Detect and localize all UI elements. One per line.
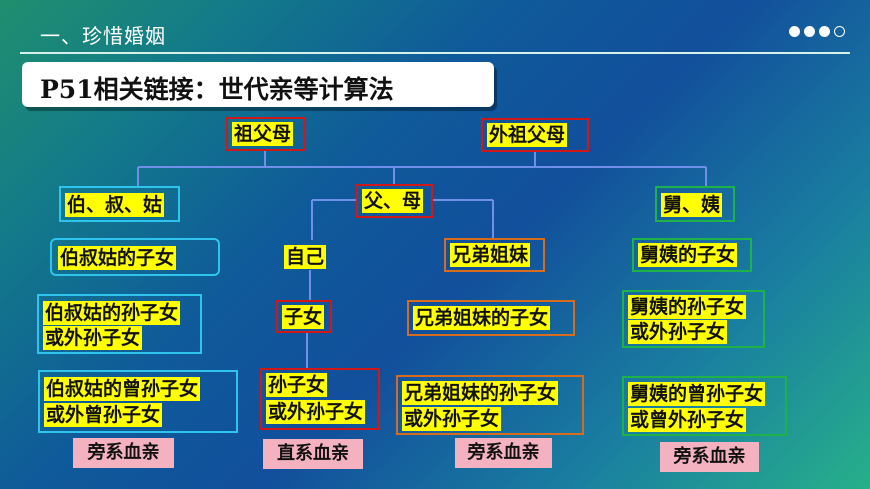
node-label: 或外曾孙子女 [44,403,163,427]
page-dot-icon [819,26,830,37]
node-label: 舅姨的曾孙子女 [628,382,766,406]
node-paternal-grandchildren: 伯叔姑的孙子女 或外孙子女 [37,294,202,354]
node-label: 兄弟姐妹的孙子女 [402,381,559,405]
page-dot-icon [804,26,815,37]
heading-text: P51相关链接：世代亲等计算法 [40,75,394,104]
node-label: 或外孙子女 [266,400,366,424]
node-label: 或外孙子女 [43,326,143,350]
node-label: 祖父母 [232,122,294,146]
node-label: 或曾外孙子女 [628,408,747,432]
tag-collateral-right: 旁系血亲 [660,442,759,472]
tag-direct: 直系血亲 [263,439,363,469]
node-label: 兄弟姐妹的子女 [413,306,551,330]
node-siblings-grandchildren: 兄弟姐妹的孙子女 或外孙子女 [396,375,584,435]
node-label: 伯叔姑的孙子女 [43,301,181,325]
page-dot-empty-icon [834,26,845,37]
top-bar: 一、珍惜婚姻 [0,18,870,54]
node-label: 舅、姨 [661,193,723,217]
heading-banner: P51相关链接：世代亲等计算法 [22,62,494,107]
node-label: 外祖父母 [487,123,568,147]
node-children: 子女 [276,300,332,333]
node-siblings-children: 兄弟姐妹的子女 [407,300,575,336]
node-self: 自己 [278,240,334,270]
node-maternal-relatives: 舅、姨 [655,186,735,222]
node-label: 子女 [282,305,325,329]
page-indicator [789,26,845,37]
node-parents: 父、母 [356,184,433,218]
node-label: 或外孙子女 [402,407,502,431]
node-siblings: 兄弟姐妹 [444,238,545,272]
node-label: 伯叔姑的曾孙子女 [44,377,201,401]
node-cousins-maternal: 舅姨的子女 [632,238,752,272]
tag-collateral-mid: 旁系血亲 [455,438,552,468]
node-cousins-paternal: 伯叔姑的子女 [50,238,220,276]
node-label: 自己 [284,245,327,269]
tag-collateral-left: 旁系血亲 [73,438,174,468]
page-dot-icon [789,26,800,37]
section-title: 一、珍惜婚姻 [40,24,166,48]
node-paternal-great-grandchildren: 伯叔姑的曾孙子女 或外曾孙子女 [38,370,238,433]
node-label: 伯、叔、姑 [65,193,165,217]
node-maternal-great-grandchildren: 舅姨的曾孙子女 或曾外孙子女 [622,376,787,436]
title-underline [20,52,850,54]
node-label: 兄弟姐妹 [450,243,531,267]
node-maternal-grandchildren: 舅姨的孙子女 或外孙子女 [622,290,765,348]
node-grandparents: 祖父母 [226,117,306,151]
node-label: 父、母 [362,189,424,213]
node-label: 伯叔姑的子女 [58,246,177,270]
node-maternal-grandparents: 外祖父母 [481,118,589,152]
node-label: 舅姨的子女 [638,243,738,267]
node-label: 孙子女 [266,373,328,397]
node-label: 舅姨的孙子女 [628,295,747,319]
node-grandchildren: 孙子女 或外孙子女 [260,368,380,430]
node-paternal-relatives: 伯、叔、姑 [59,186,180,222]
node-label: 或外孙子女 [628,320,728,344]
